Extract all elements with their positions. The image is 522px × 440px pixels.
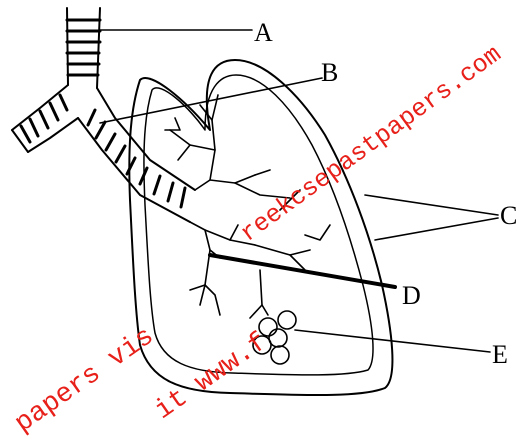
pointer-c-upper xyxy=(365,195,498,215)
label-a: A xyxy=(254,20,273,46)
label-c: C xyxy=(500,203,517,229)
label-e: E xyxy=(492,342,508,368)
pointer-d xyxy=(210,255,395,287)
label-d: D xyxy=(402,283,421,309)
label-b: B xyxy=(321,60,338,86)
pointer-c-lower xyxy=(375,218,498,240)
pointer-b xyxy=(100,78,322,123)
trachea xyxy=(12,8,195,222)
